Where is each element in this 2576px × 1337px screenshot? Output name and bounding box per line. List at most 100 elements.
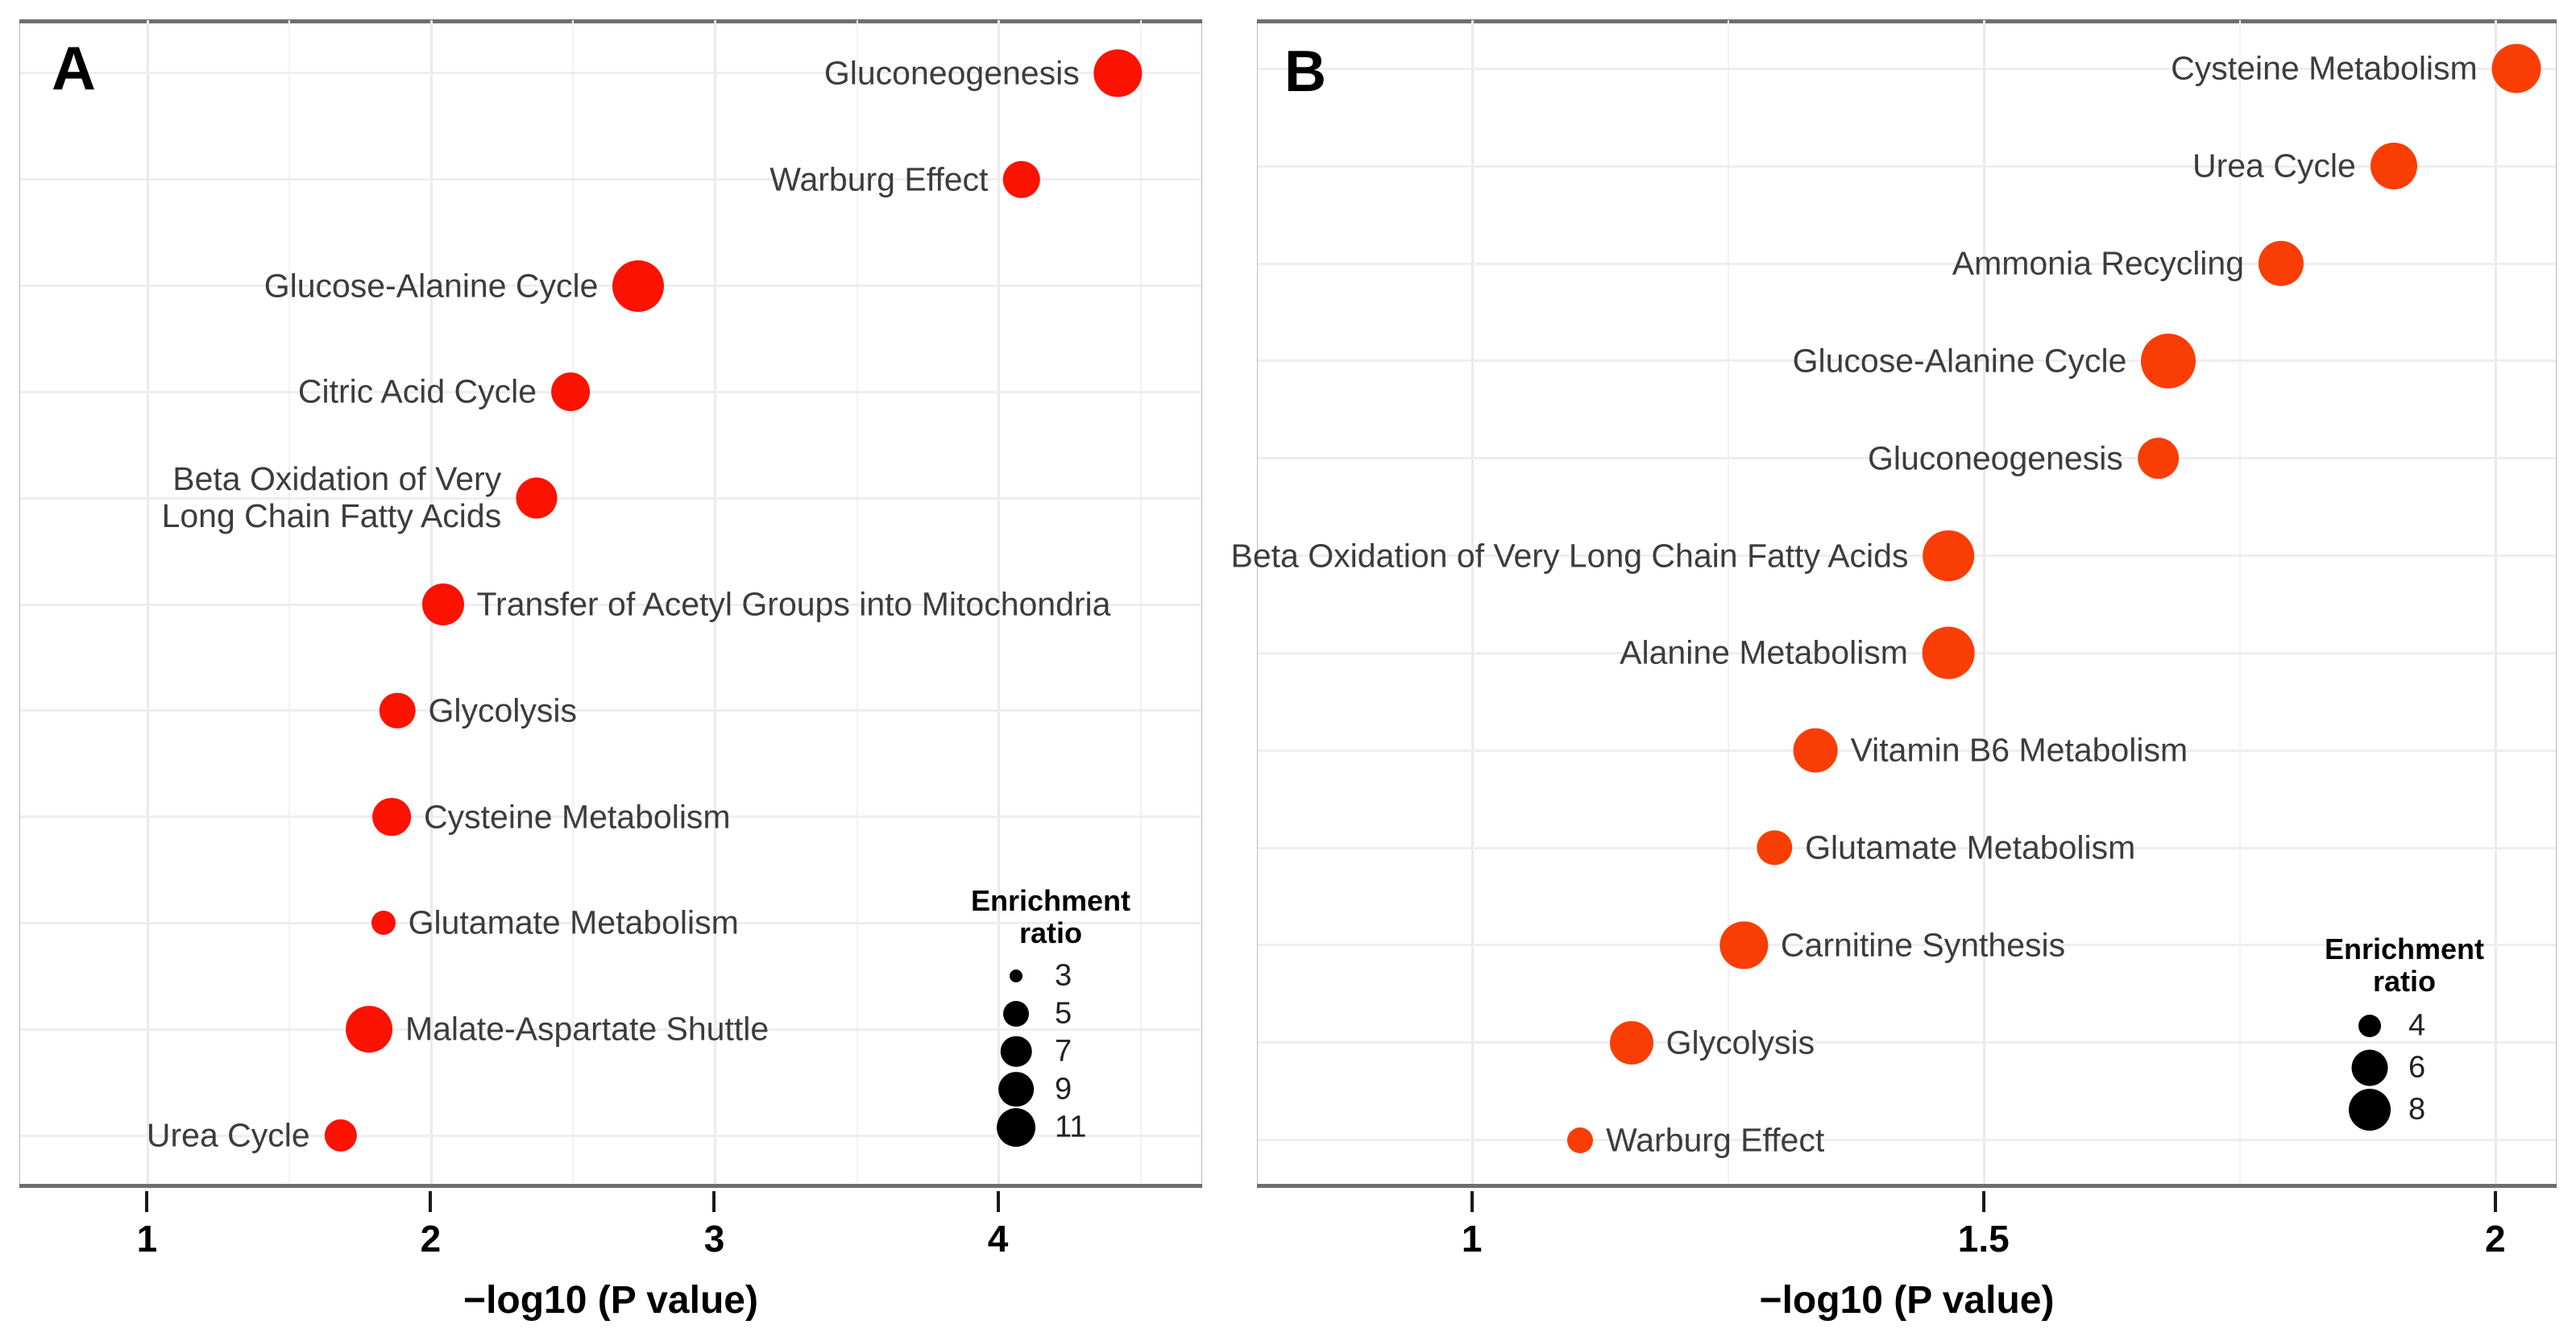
data-point-dot[interactable] — [1757, 830, 1793, 866]
legend-size-value: 5 — [1055, 996, 1072, 1031]
gridline-horizontal — [1258, 457, 2556, 460]
data-point-dot[interactable] — [1719, 921, 1768, 970]
gridline-horizontal — [1258, 846, 2556, 849]
data-point-label-line: Glucose-Alanine Cycle — [1792, 342, 2127, 380]
x-axis-tick-label: 4 — [987, 1218, 1009, 1260]
gridline-horizontal — [1258, 749, 2556, 752]
data-point-label-line: Cysteine Metabolism — [424, 798, 731, 836]
data-point-dot[interactable] — [371, 911, 396, 936]
x-axis-tick-label: 2 — [420, 1218, 442, 1260]
data-point-dot[interactable] — [379, 692, 416, 729]
legend-size-value: 6 — [2408, 1050, 2426, 1085]
legend-title-line2: ratio — [1019, 916, 1083, 949]
legend-size-value: 8 — [2408, 1092, 2426, 1127]
data-point-label-line: Urea Cycle — [146, 1116, 310, 1154]
data-point-dot[interactable] — [372, 797, 412, 837]
legend-row: 3 — [971, 957, 1130, 994]
gridline-horizontal — [1258, 1041, 2556, 1044]
data-point-dot[interactable] — [2370, 143, 2417, 190]
data-point-dot[interactable] — [551, 372, 590, 412]
legend-size-swatch — [2349, 1089, 2391, 1131]
data-point-label-line: Alanine Metabolism — [1620, 633, 1908, 671]
data-point-label-line: Transfer of Acetyl Groups into Mitochond… — [476, 585, 1111, 623]
data-point-dot[interactable] — [324, 1119, 357, 1152]
data-point-label: Glycolysis — [1666, 1024, 1815, 1061]
data-point-dot[interactable] — [346, 1006, 392, 1053]
panel-a-x-axis: 1 2 3 4 −log10 (P value) — [19, 1188, 1202, 1337]
legend-size-swatch — [997, 1107, 1035, 1147]
legend-size-swatch — [1003, 1000, 1029, 1027]
legend-row: 8 — [2325, 1089, 2484, 1131]
data-point-label-line: Malate-Aspartate Shuttle — [404, 1010, 769, 1048]
gridline-horizontal — [20, 390, 1201, 393]
data-point-label-line: Glutamate Metabolism — [1805, 828, 2136, 866]
x-axis-tick-label: 2 — [2484, 1218, 2506, 1260]
legend-title-line2: ratio — [2373, 964, 2437, 998]
data-point-label-line: Cysteine Metabolism — [2171, 49, 2478, 87]
gridline-horizontal — [1258, 164, 2556, 168]
data-point-dot[interactable] — [2491, 44, 2541, 93]
legend-title-line1: Enrichment — [971, 884, 1131, 917]
gridline-horizontal — [20, 496, 1201, 500]
legend-size-swatch — [1000, 1036, 1032, 1067]
x-axis-title: −log10 (P value) — [1759, 1279, 2055, 1322]
legend-row: 5 — [971, 994, 1130, 1032]
data-point-label-line: Long Chain Fatty Acids — [161, 497, 502, 535]
data-point-label: Cysteine Metabolism — [424, 798, 731, 836]
data-point-label: Alanine Metabolism — [1620, 634, 1908, 672]
data-point-dot[interactable] — [2141, 333, 2196, 388]
gridline-horizontal — [20, 284, 1201, 288]
data-point-dot[interactable] — [421, 583, 464, 625]
gridline-horizontal — [20, 603, 1201, 606]
data-point-label-line: Warburg Effect — [769, 160, 989, 198]
data-point-label-line: Gluconeogenesis — [823, 54, 1080, 92]
data-point-label: Citric Acid Cycle — [298, 373, 537, 411]
legend-size-swatch — [2358, 1015, 2381, 1038]
data-point-label-line: Citric Acid Cycle — [297, 372, 537, 410]
data-point-label: Warburg Effect — [1606, 1121, 1824, 1159]
data-point-label: Warburg Effect — [769, 160, 988, 198]
gridline-horizontal — [20, 921, 1201, 924]
legend-row: 11 — [971, 1107, 1130, 1147]
gridline-horizontal — [20, 1134, 1201, 1137]
legend-size-swatch — [998, 1071, 1034, 1107]
legend-title-a: Enrichment ratio — [971, 885, 1130, 949]
data-point-label: Carnitine Synthesis — [1781, 926, 2065, 964]
data-point-dot[interactable] — [1002, 160, 1040, 198]
gridline-minor-vertical — [1728, 20, 1730, 1187]
data-point-dot[interactable] — [1793, 728, 1838, 773]
data-point-label-line: Carnitine Synthesis — [1780, 926, 2066, 964]
data-point-label-line: Glycolysis — [1665, 1024, 1815, 1061]
data-point-dot[interactable] — [2137, 437, 2180, 480]
data-point-label-line: Urea Cycle — [2192, 147, 2356, 185]
data-point-dot[interactable] — [1922, 627, 1975, 679]
gridline-major-vertical — [1471, 20, 1475, 1187]
legend-row: 9 — [971, 1070, 1130, 1108]
x-axis-tick-label: 1 — [136, 1218, 158, 1260]
x-axis-tick — [996, 1191, 1000, 1212]
data-point-label-line: Beta Oxidation of Very Long Chain Fatty … — [1230, 537, 1909, 575]
legend-title-b: Enrichment ratio — [2325, 933, 2484, 997]
x-axis-tick-label: 1.5 — [1957, 1218, 2010, 1260]
data-point-dot[interactable] — [1923, 529, 1975, 582]
x-axis-title: −log10 (P value) — [463, 1279, 758, 1322]
data-point-label: Glutamate Metabolism — [1805, 829, 2135, 867]
data-point-dot[interactable] — [516, 477, 558, 519]
data-point-dot[interactable] — [612, 260, 665, 312]
data-point-dot[interactable] — [2259, 241, 2304, 287]
data-point-label-line: Gluconeogenesis — [1867, 439, 2123, 477]
data-point-label: Glutamate Metabolism — [409, 904, 739, 942]
legend-row: 4 — [2325, 1005, 2484, 1047]
x-axis-tick-label: 1 — [1461, 1218, 1483, 1260]
data-point-dot[interactable] — [1093, 49, 1143, 98]
gridline-horizontal — [1258, 944, 2556, 947]
data-point-label: Transfer of Acetyl Groups into Mitochond… — [477, 586, 1111, 624]
data-point-dot[interactable] — [1609, 1020, 1653, 1065]
data-point-dot[interactable] — [1567, 1127, 1594, 1153]
legend-size-swatch — [1010, 969, 1023, 982]
x-axis-tick-label: 3 — [703, 1218, 725, 1260]
